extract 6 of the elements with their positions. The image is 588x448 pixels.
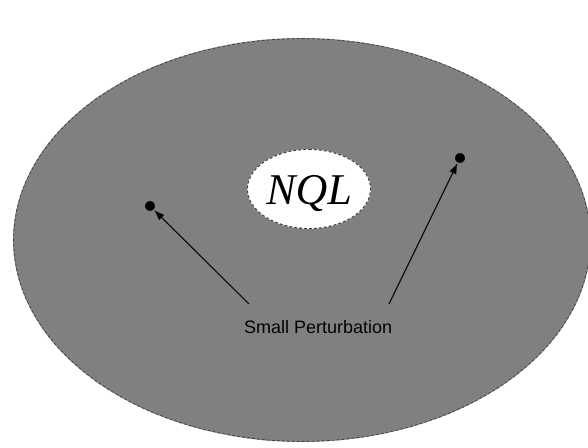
ellipse-region: NQL [247, 149, 371, 229]
point-marker [145, 201, 155, 211]
arrow [388, 164, 458, 304]
point-marker [455, 153, 465, 163]
annotation-text: Small Perturbation [198, 314, 438, 340]
arrow [154, 210, 250, 304]
